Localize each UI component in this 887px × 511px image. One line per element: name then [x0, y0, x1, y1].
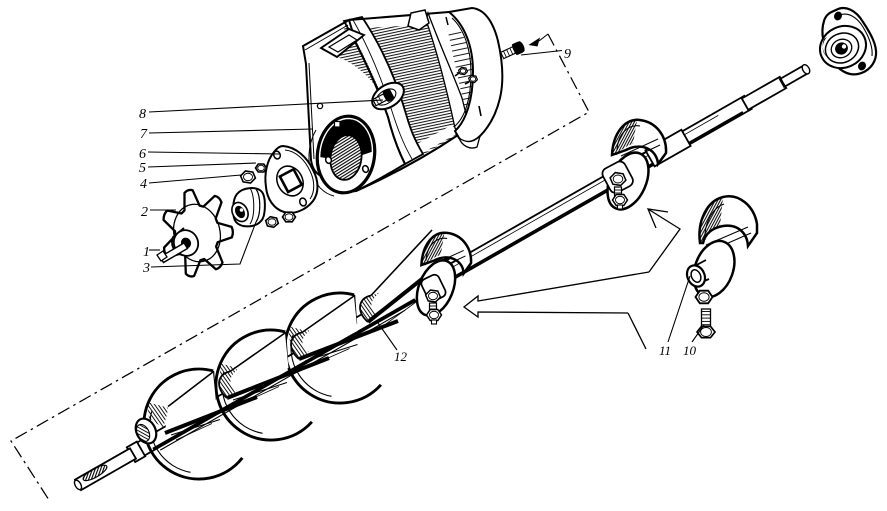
svg-text:11: 11	[659, 343, 671, 358]
svg-text:1: 1	[143, 245, 150, 260]
svg-text:5: 5	[139, 161, 146, 176]
svg-text:3: 3	[142, 261, 150, 276]
svg-text:6: 6	[139, 147, 146, 162]
svg-text:2: 2	[141, 205, 148, 220]
svg-text:9: 9	[564, 47, 571, 62]
svg-text:4: 4	[140, 177, 147, 192]
svg-text:8: 8	[139, 107, 146, 122]
svg-text:12: 12	[394, 349, 408, 364]
svg-text:7: 7	[140, 127, 148, 142]
svg-text:10: 10	[683, 343, 697, 358]
